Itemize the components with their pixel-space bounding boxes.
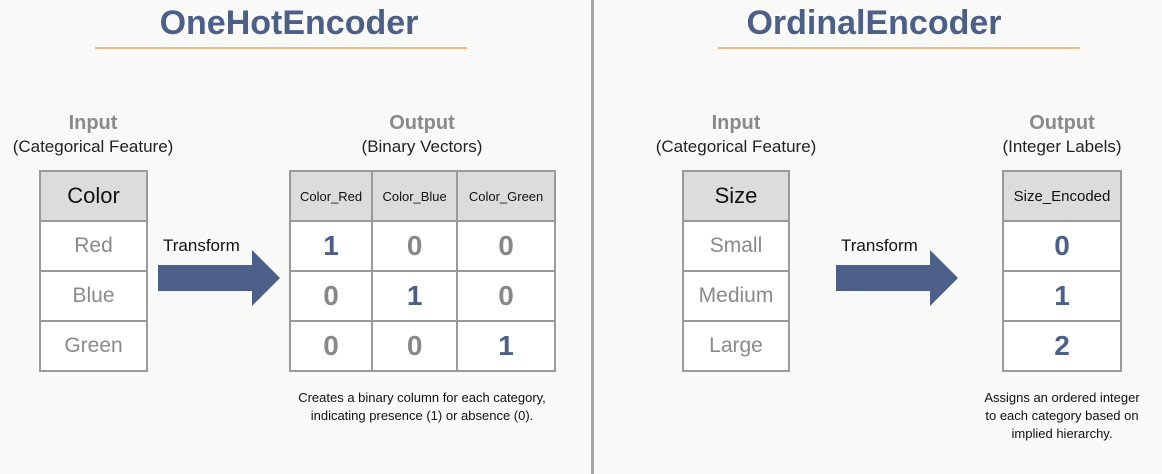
table-header: Size	[682, 170, 790, 222]
ordinal-input-table: Size Small Medium Large	[682, 170, 790, 372]
table-cell: 1	[371, 270, 459, 322]
table-header: Color	[39, 170, 148, 222]
transform-label: Transform	[841, 236, 918, 255]
ordinal-underline	[718, 47, 1080, 49]
table-cell: 1	[456, 320, 556, 372]
table-header: Color_Red	[288, 170, 374, 222]
table-header: Size_Encoded	[1002, 170, 1122, 222]
table-cell: 0	[1002, 220, 1122, 272]
table-header: Color_Green	[456, 170, 556, 222]
onehot-output-label: Output	[389, 112, 455, 134]
table-cell: Small	[682, 220, 790, 272]
onehot-output-sub: (Binary Vectors)	[361, 137, 483, 156]
table-cell: 0	[288, 320, 374, 372]
ordinal-output-sub: (Integer Labels)	[1002, 137, 1122, 156]
table-cell: Large	[682, 320, 790, 372]
caption-line: implied hierarchy.	[1011, 426, 1113, 441]
caption-line: Assigns an ordered integer	[984, 390, 1140, 405]
table-header: Color_Blue	[371, 170, 459, 222]
ordinal-input-sub: (Categorical Feature)	[655, 137, 817, 156]
ordinal-title: OrdinalEncoder	[746, 4, 1002, 42]
table-cell: Green	[39, 320, 148, 372]
table-cell: 1	[288, 220, 374, 272]
table-cell: Medium	[682, 270, 790, 322]
transform-label: Transform	[163, 236, 240, 255]
table-cell: 0	[371, 320, 459, 372]
table-cell: 1	[1002, 270, 1122, 322]
divider	[591, 0, 594, 474]
table-cell: Blue	[39, 270, 148, 322]
table-cell: 2	[1002, 320, 1122, 372]
table-cell: Red	[39, 220, 148, 272]
table-cell: 0	[288, 270, 374, 322]
caption-line: Creates a binary column for each categor…	[298, 390, 546, 405]
table-cell: 0	[456, 220, 556, 272]
ordinal-output-label: Output	[1029, 112, 1095, 134]
ordinal-input-label: Input	[711, 112, 761, 134]
onehot-input-sub: (Categorical Feature)	[12, 137, 174, 156]
onehot-title: OneHotEncoder	[159, 4, 419, 42]
onehot-underline	[95, 47, 467, 49]
caption-line: indicating presence (1) or absence (0).	[310, 408, 534, 423]
ordinal-output-table: Size_Encoded 0 1 2	[1002, 170, 1122, 372]
arrow-right-icon	[836, 250, 958, 306]
caption-line: to each category based on	[985, 408, 1139, 423]
onehot-input-table: Color Red Blue Green	[39, 170, 148, 372]
table-cell: 0	[371, 220, 459, 272]
table-cell: 0	[456, 270, 556, 322]
onehot-input-label: Input	[68, 112, 118, 134]
arrow-right-icon	[158, 250, 280, 306]
ordinal-caption: Assigns an ordered integer to each categ…	[962, 389, 1162, 443]
onehot-caption: Creates a binary column for each categor…	[272, 389, 572, 425]
